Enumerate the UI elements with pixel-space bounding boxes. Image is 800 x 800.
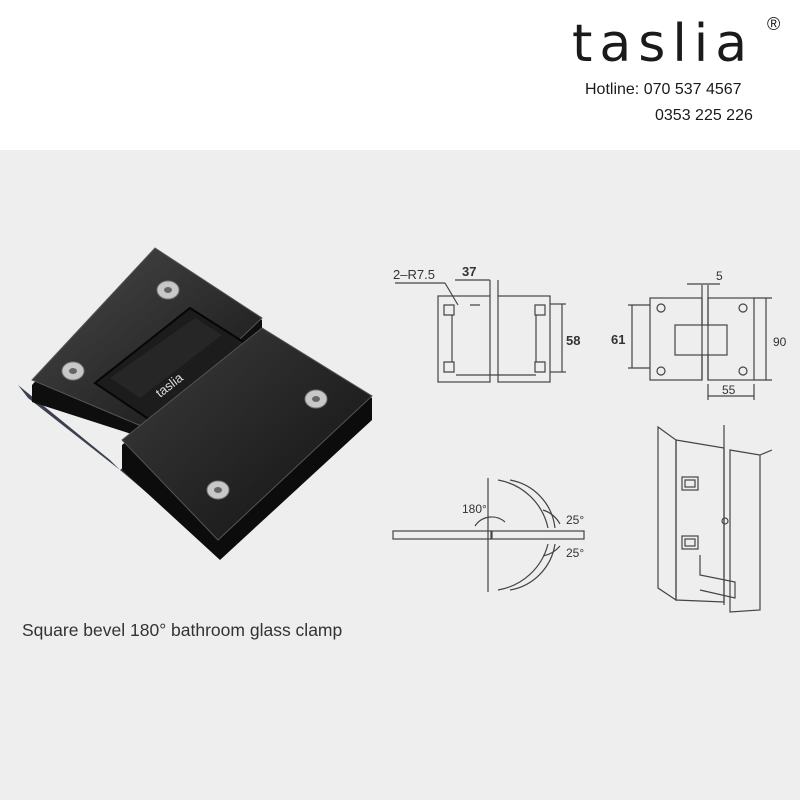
right-height-label: 90 bbox=[773, 335, 787, 349]
brand-logo: taslia bbox=[572, 14, 755, 74]
screw-icon bbox=[61, 361, 85, 381]
gap-label: 5 bbox=[716, 269, 723, 283]
side-view-drawing bbox=[628, 283, 772, 400]
front-view-drawing bbox=[395, 279, 566, 383]
rotation-angle-label: 180° bbox=[462, 502, 487, 516]
right-plate-top bbox=[121, 327, 373, 541]
left-plate-top bbox=[31, 247, 263, 429]
screw-icon bbox=[156, 280, 180, 300]
bottom-width-label: 55 bbox=[722, 383, 736, 397]
width-label: 37 bbox=[462, 264, 476, 279]
secondary-phone: 0353 225 226 bbox=[655, 107, 753, 124]
upper-angle-label: 25° bbox=[566, 513, 584, 527]
clamp-photo: taslia bbox=[18, 247, 373, 560]
product-caption: Square bevel 180° bathroom glass clamp bbox=[22, 620, 343, 640]
installation-illustration bbox=[657, 425, 773, 613]
hinge-pivot bbox=[110, 318, 222, 398]
registered-mark: ® bbox=[767, 14, 781, 34]
hotline-text: Hotline: 070 537 4567 bbox=[585, 81, 742, 98]
header-area bbox=[0, 0, 800, 150]
screw-icon bbox=[206, 480, 230, 500]
rotation-diagram bbox=[392, 478, 585, 592]
height-label: 58 bbox=[566, 333, 580, 348]
lower-angle-label: 25° bbox=[566, 546, 584, 560]
left-height-label: 61 bbox=[611, 332, 625, 347]
screw-icon bbox=[304, 389, 328, 409]
radius-label: 2–R7.5 bbox=[393, 267, 435, 282]
glass-edge-left bbox=[18, 385, 120, 470]
